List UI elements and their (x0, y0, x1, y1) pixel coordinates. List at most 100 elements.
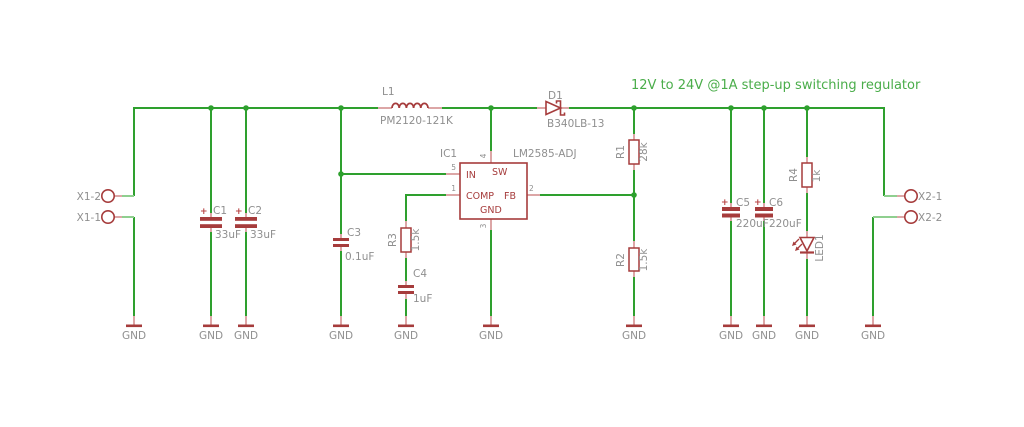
r4-ref: R4 (788, 168, 800, 182)
gnd-label: GND (394, 330, 418, 342)
c4-plate-top (398, 285, 414, 288)
junction-dot (243, 105, 249, 111)
r1-body (628, 139, 640, 165)
ic1-pin-sw-label: SW (492, 167, 508, 178)
ic1-body (459, 162, 528, 220)
gnd-label: GND (719, 330, 743, 342)
capacitor-c3: C3 0.1uF (333, 227, 374, 263)
x2-1-label: X2-1 (918, 191, 942, 203)
r1-ref: R1 (615, 145, 627, 159)
c5-plate-bottom (722, 213, 740, 218)
capacitor-c4: C4 1uF (398, 268, 432, 305)
ic1-pin-gnd-label: GND (480, 205, 502, 216)
gnd-symbol: GND (394, 316, 418, 342)
ic1-pin5-number: 5 (451, 163, 456, 172)
wire-top-rail-left (133, 107, 378, 196)
gnd-symbol: GND (861, 316, 885, 342)
c1-ref: C1 (213, 205, 227, 217)
r3-ref: R3 (387, 233, 399, 247)
connector-x1: X1-2 X1-1 (77, 189, 116, 225)
c1-plate-bottom (200, 224, 222, 228)
diode-schottky-cathode (555, 100, 566, 116)
ic1-pin2-number: 2 (529, 184, 534, 193)
r3-body (400, 227, 412, 253)
c3-plate-bottom (333, 244, 349, 247)
c2-plate-top (235, 217, 257, 221)
ic1-pin-fb-label: FB (504, 191, 516, 202)
c5-value: 220uF (736, 218, 769, 230)
c2-ref: C2 (248, 205, 262, 217)
inductor-l1: L1 PM2120-121K (380, 86, 454, 127)
junction-dot (804, 105, 810, 111)
gnd-label: GND (795, 330, 819, 342)
junction-dot (631, 192, 637, 198)
ic1-pin-comp-label: COMP (466, 191, 494, 202)
c3-ref: C3 (347, 227, 361, 239)
gnd-label: GND (479, 330, 503, 342)
led-led1: LED1 (792, 234, 826, 262)
c6-polarity: + (754, 198, 762, 208)
c6-ref: C6 (769, 197, 783, 209)
ic1-ref: IC1 (440, 148, 457, 160)
r4-value: 1k (811, 169, 823, 183)
junction-dot (728, 105, 734, 111)
l1-value: PM2120-121K (380, 115, 454, 127)
l1-ref: L1 (382, 86, 395, 98)
diode-d1: D1 B340LB-13 (545, 90, 604, 130)
c2-polarity: + (235, 207, 243, 217)
r2-value: 1.5k (638, 248, 650, 272)
x1-2-pad (101, 189, 116, 204)
component-pins (114, 107, 905, 299)
wire-comp-pin (405, 194, 446, 221)
gnd-symbol: GND (479, 316, 503, 342)
c6-plate-top (755, 207, 773, 211)
gnd-symbol: GND (329, 316, 353, 342)
c3-plate-top (333, 238, 349, 241)
r4-body (801, 162, 813, 188)
capacitor-c6: + C6 220uF (754, 197, 802, 230)
junction-dot (488, 105, 494, 111)
net-wires (122, 107, 897, 316)
capacitor-c2: + C2 33uF (235, 205, 276, 241)
c3-value: 0.1uF (345, 251, 374, 263)
junction-dot (338, 171, 344, 177)
led-triangle (798, 236, 816, 253)
resistor-r4: R4 1k (788, 162, 823, 188)
x2-1-pad (903, 189, 918, 204)
d1-value: B340LB-13 (547, 118, 604, 130)
c4-value: 1uF (413, 293, 432, 305)
resistor-r3: R3 1.5k (387, 227, 422, 253)
c4-ref: C4 (413, 268, 427, 280)
ic1-pin3-number: 3 (479, 223, 488, 228)
x1-1-pad (101, 210, 116, 225)
c2-plate-bottom (235, 224, 257, 228)
ic1-pin1-number: 1 (451, 184, 456, 193)
gnd-symbol: GND (234, 316, 258, 342)
r2-ref: R2 (615, 253, 627, 267)
gnd-symbol: GND (199, 316, 223, 342)
c1-polarity: + (200, 207, 208, 217)
capacitor-c1: + C1 33uF (200, 205, 241, 241)
gnd-label: GND (752, 330, 776, 342)
c4-plate-bottom (398, 291, 414, 294)
x1-1-label: X1-1 (77, 212, 101, 224)
junction-dot (338, 105, 344, 111)
junction-dot (208, 105, 214, 111)
diode-anode-triangle (545, 100, 563, 116)
c1-value: 33uF (215, 229, 241, 241)
gnd-symbol: GND (622, 316, 646, 342)
r3-value: 1.5k (410, 228, 422, 252)
x2-2-label: X2-2 (918, 212, 942, 224)
led-emission-arrowhead (795, 246, 800, 251)
c5-polarity: + (721, 198, 729, 208)
ic1-value: LM2585-ADJ (513, 148, 577, 160)
gnd-symbol: GND (122, 316, 146, 342)
r1-value: 28k (638, 141, 650, 161)
c5-ref: C5 (736, 197, 750, 209)
gnd-label: GND (329, 330, 353, 342)
c2-value: 33uF (250, 229, 276, 241)
gnd-label: GND (122, 330, 146, 342)
gnd-label: GND (622, 330, 646, 342)
x2-2-pad (903, 210, 918, 225)
